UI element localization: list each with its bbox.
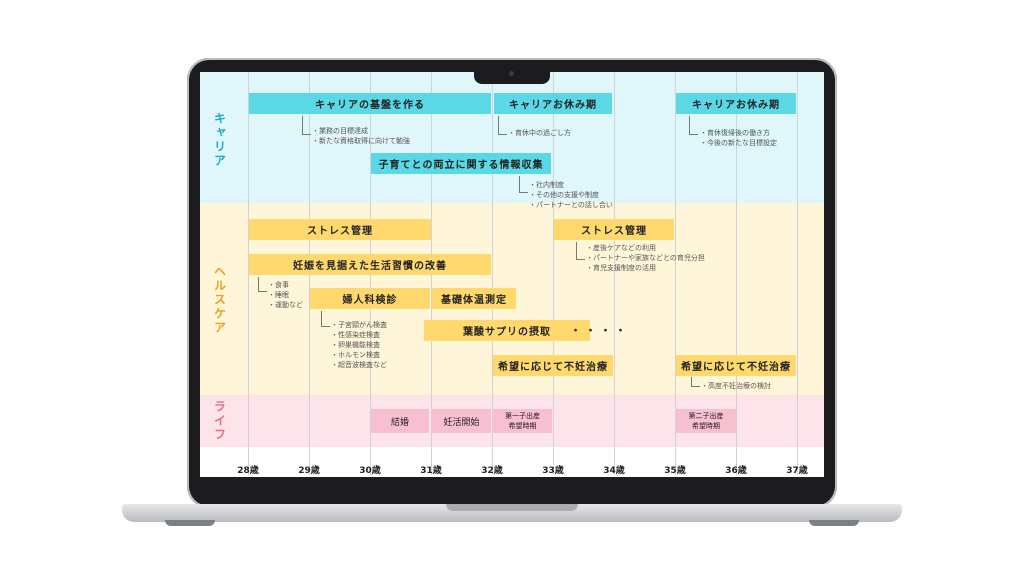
bar-stress-2: ストレス管理 (554, 219, 674, 240)
laptop-foot-right (809, 520, 859, 526)
axis-label: 30歳 (359, 466, 381, 476)
bar-first-child: 第一子出産希望時期 (493, 409, 552, 433)
note-bracket (258, 277, 267, 292)
bar-fertility-2: 希望に応じて不妊治療 (676, 355, 796, 376)
axis-label: 35歳 (664, 466, 686, 476)
note-career-base: ・業務の目標達成・新たな資格取得に向けて勉強 (312, 127, 410, 145)
axis-label: 32歳 (481, 466, 503, 476)
bar-career-rest-1: キャリアお休み期 (494, 93, 612, 114)
axis-label: 31歳 (420, 466, 442, 476)
note-fertility-2: ・高度不妊治療の検討 (701, 382, 771, 390)
laptop-chin (200, 477, 824, 499)
bar-career-base: キャリアの基盤を作る (249, 93, 491, 114)
note-stress-2: ・産後ケアなどの利用・パートナーや家族などとの育児分担・育児支援制度の活用 (586, 244, 705, 272)
grid-line (614, 72, 615, 475)
bar-career-rest-2: キャリアお休み期 (676, 93, 796, 114)
laptop-foot-left (165, 520, 215, 526)
laptop-base-groove (446, 504, 578, 511)
grid-line (675, 72, 676, 475)
bar-lifestyle: 妊娠を見据えた生活習慣の改善 (249, 254, 491, 275)
continuation-dots: ・・・・ (570, 324, 630, 337)
bar-folic-acid: 葉酸サプリの摂取 (424, 320, 590, 341)
note-bracket (498, 116, 507, 135)
note-career-rest-1: ・育休中の過ごし方 (508, 129, 571, 137)
axis-label: 37歳 (786, 466, 808, 476)
note-career-rest-2: ・育休復帰後の働き方・今後の新たな目標設定 (700, 129, 777, 147)
grid-line (797, 72, 798, 475)
bar-childcare-info: 子育てとの両立に関する情報収集 (371, 153, 551, 174)
axis-label: 36歳 (725, 466, 747, 476)
bar-second-child: 第二子出産希望時期 (676, 409, 736, 433)
axis-label: 33歳 (542, 466, 564, 476)
grid-line (492, 72, 493, 475)
note-lifestyle: ・食事・睡眠・運動など (268, 281, 303, 309)
bar-pregnancy-start: 妊活開始 (432, 409, 491, 433)
axis-label: 29歳 (298, 466, 320, 476)
note-bracket (302, 116, 311, 135)
note-bracket (691, 377, 700, 387)
bar-bbt: 基礎体温測定 (432, 288, 516, 309)
bar-marriage: 結婚 (371, 409, 429, 433)
note-checkup: ・子宮頸がん検査・性感染症検査・卵巣機能検査・ホルモン検査・超音波検査など (331, 321, 387, 369)
category-label-career: キャリア (212, 112, 227, 168)
note-bracket (321, 311, 330, 327)
grid-line (248, 72, 249, 475)
grid-line (553, 72, 554, 475)
note-childcare-info: ・社内制度・その他の支援や制度・パートナーとの話し合い (529, 181, 613, 209)
laptop-base (122, 504, 902, 522)
category-label-health: ヘルスケア (212, 265, 227, 335)
grid-line (736, 72, 737, 475)
camera-icon (509, 71, 514, 76)
bar-gyn-checkup: 婦人科検診 (310, 288, 430, 309)
bar-stress-1: ストレス管理 (249, 219, 431, 240)
category-label-life: ライフ (212, 400, 227, 442)
axis-label: 28歳 (237, 466, 259, 476)
axis-label: 34歳 (603, 466, 625, 476)
note-bracket (689, 116, 698, 135)
note-bracket (576, 242, 585, 260)
bar-fertility-1: 希望に応じて不妊治療 (493, 355, 613, 376)
note-bracket (519, 176, 528, 193)
